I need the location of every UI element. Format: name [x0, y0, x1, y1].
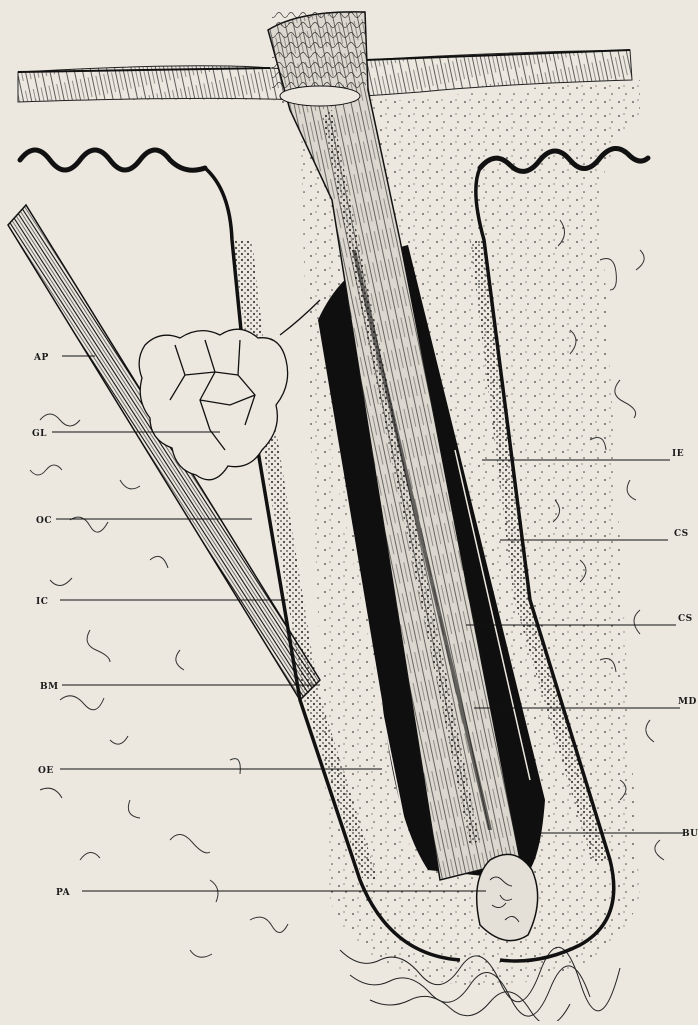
label-cs-1: CS: [674, 529, 689, 539]
label-ap: AP: [33, 353, 49, 363]
dermis-dotted-layer: [18, 80, 640, 985]
right-labels: IE CS CS MD BU: [672, 449, 698, 839]
left-labels: AP GL OC IC BM OE PA: [32, 353, 71, 898]
label-bm: BM: [40, 682, 59, 692]
label-oc: OC: [36, 516, 52, 526]
label-ic: IC: [36, 597, 48, 607]
label-cs-2: CS: [678, 614, 693, 624]
label-md: MD: [678, 697, 697, 707]
label-gl: GL: [32, 429, 47, 439]
label-oe: OE: [38, 766, 54, 776]
label-ie: IE: [672, 449, 684, 459]
dermal-papilla: [477, 854, 538, 940]
label-pa: PA: [56, 888, 71, 898]
label-bu: BU: [682, 829, 698, 839]
